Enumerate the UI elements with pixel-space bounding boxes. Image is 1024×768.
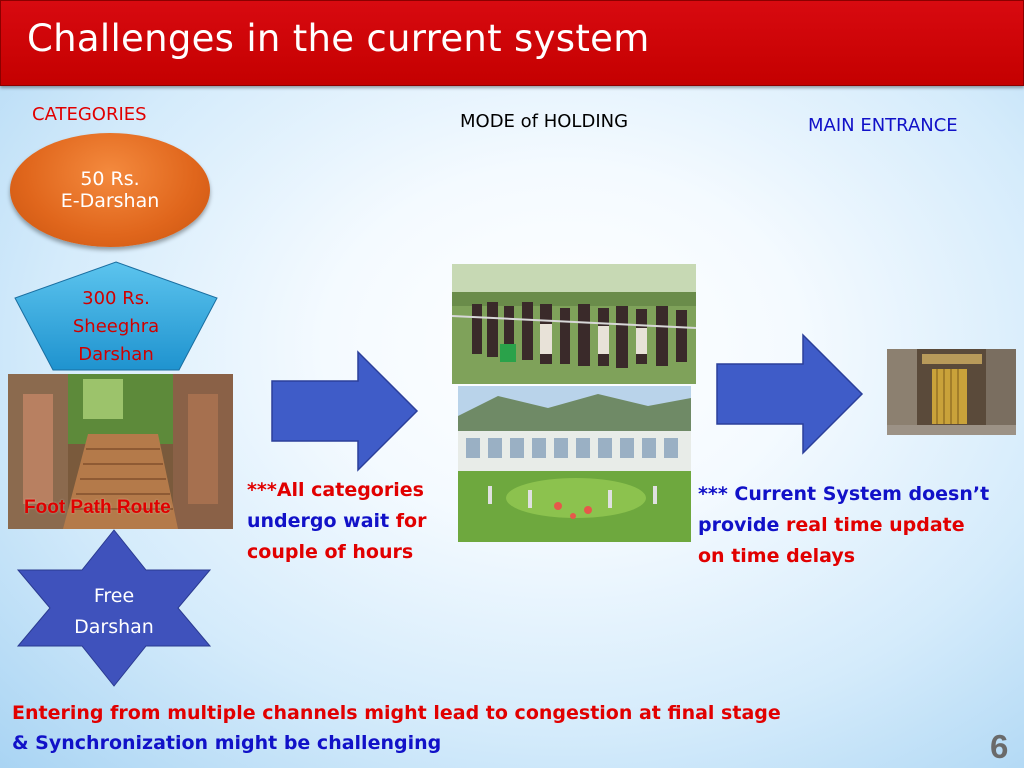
free-darshan-label: Darshan — [74, 616, 154, 638]
holding-complex-photo — [458, 386, 691, 542]
title-bar: Challenges in the current system — [0, 0, 1024, 86]
wait-note-line2: undergo wait — [247, 510, 390, 532]
realtime-note-line3: on time delays — [698, 545, 856, 567]
arrow-right-icon — [716, 333, 864, 455]
wait-note-line3: couple of hours — [247, 541, 414, 563]
slide-title: Challenges in the current system — [27, 17, 650, 60]
wait-note-stars: *** — [247, 479, 277, 501]
wait-note-for: for — [389, 510, 427, 532]
wait-note: ***All categories undergo wait for coupl… — [247, 475, 426, 568]
free-darshan-text: Free Darshan — [16, 581, 212, 643]
mode-of-holding-header: MODE of HOLDING — [460, 111, 629, 132]
arrow-right-icon — [271, 350, 419, 472]
sheeghra-name: Sheeghra — [72, 316, 160, 337]
realtime-note-provide: provide — [698, 514, 787, 536]
categories-header: CATEGORIES — [32, 104, 147, 125]
realtime-note-line1: *** Current System doesn’t — [698, 483, 990, 505]
e-darshan-oval: 50 Rs. E-Darshan — [10, 133, 210, 247]
sheeghra-text: 300 Rs. Sheeghra Darshan — [13, 285, 219, 369]
e-darshan-label: E-Darshan — [60, 190, 160, 212]
bottom-line-1: Entering from multiple channels might le… — [12, 702, 781, 724]
footpath-photo — [8, 374, 233, 529]
sheeghra-price: 300 Rs. — [82, 288, 150, 309]
bottom-line-2: & Synchronization might be challenging — [12, 732, 442, 754]
realtime-note: *** Current System doesn’t provide real … — [698, 479, 989, 572]
page-number: 6 — [990, 728, 1009, 765]
footpath-route-label: Foot Path Route — [24, 497, 171, 518]
sheeghra-pentagon — [14, 261, 218, 371]
main-entrance-header: MAIN ENTRANCE — [808, 115, 958, 136]
sheeghra-darshan: Darshan — [78, 344, 154, 365]
e-darshan-price: 50 Rs. — [80, 168, 140, 190]
free-label: Free — [93, 585, 135, 607]
wait-note-line1: All categories — [276, 479, 424, 501]
main-entrance-photo — [887, 349, 1016, 435]
queue-photo — [452, 264, 696, 384]
realtime-note-update: real time update — [786, 514, 965, 536]
free-darshan-star — [16, 529, 212, 687]
